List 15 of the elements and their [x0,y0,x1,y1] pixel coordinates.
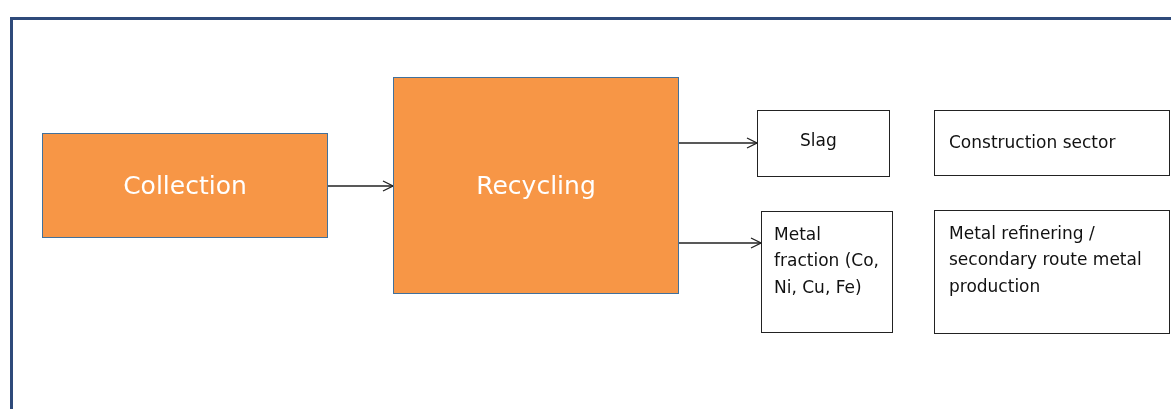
box-label: Construction sector [949,131,1116,154]
process-box [761,211,893,333]
box-label: Slag [800,129,837,152]
process-box [42,133,328,238]
arrow [678,137,758,149]
box-label: Collection [123,171,247,200]
box-label: Metal fraction (Co, Ni, Cu, Fe) [774,223,880,299]
process-box [934,210,1170,334]
box-label: Recycling [476,171,596,200]
process-box [757,110,890,177]
arrow [327,180,394,192]
arrow [678,237,762,249]
box-label: Metal refinering / secondary route metal production [949,222,1143,298]
process-box [393,77,679,294]
process-box [934,110,1170,176]
